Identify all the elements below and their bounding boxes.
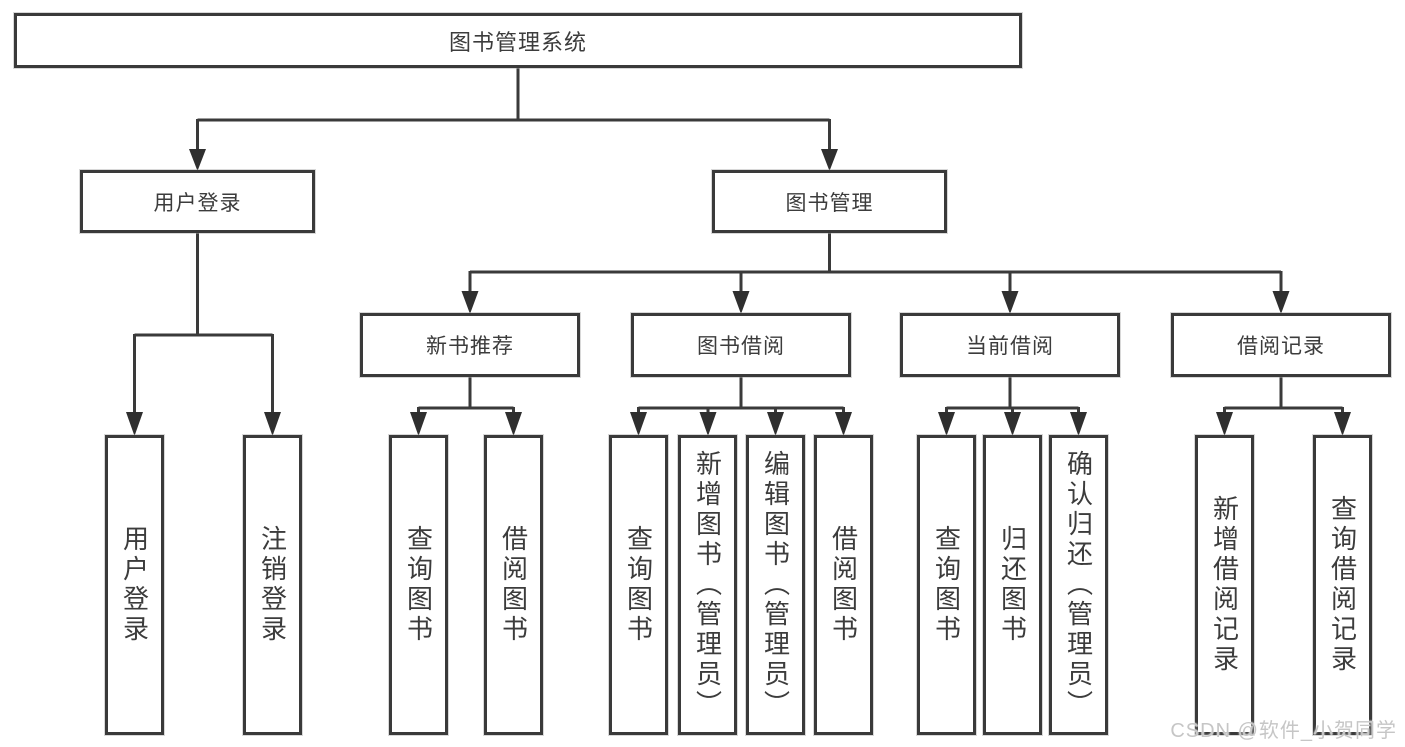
leaf-borrow-books-recommend: 借阅图书 bbox=[484, 435, 543, 735]
node-new-book-recommend: 新书推荐 bbox=[360, 313, 580, 377]
node-borrow-records-label: 借阅记录 bbox=[1237, 335, 1325, 358]
leaf-edit-book-admin: 编辑图书（管理员） bbox=[746, 435, 805, 735]
leaf-return-book-label: 归还图书 bbox=[997, 525, 1028, 645]
node-book-management-label: 图书管理 bbox=[785, 191, 874, 215]
leaf-confirm-return-admin-label: 确认归还（管理员） bbox=[1063, 450, 1094, 720]
leaf-query-borrow-record: 查询借阅记录 bbox=[1313, 435, 1372, 735]
leaf-edit-book-admin-label: 编辑图书（管理员） bbox=[760, 450, 791, 720]
leaf-return-book: 归还图书 bbox=[983, 435, 1042, 735]
node-current-borrow-label: 当前借阅 bbox=[966, 335, 1054, 358]
node-user-login-label: 用户登录 bbox=[153, 191, 242, 215]
leaf-query-books-current-label: 查询图书 bbox=[931, 525, 962, 645]
node-root-label: 图书管理系统 bbox=[448, 29, 587, 55]
leaf-query-books-borrow: 查询图书 bbox=[609, 435, 668, 735]
leaf-add-borrow-record-label: 新增借阅记录 bbox=[1209, 495, 1240, 675]
leaf-user-login: 用户登录 bbox=[105, 435, 164, 735]
node-book-borrow: 图书借阅 bbox=[631, 313, 851, 377]
tree-edges bbox=[133, 68, 1344, 414]
leaf-add-book-admin: 新增图书（管理员） bbox=[678, 435, 737, 735]
node-book-borrow-label: 图书借阅 bbox=[697, 335, 785, 358]
node-new-book-recommend-label: 新书推荐 bbox=[426, 335, 514, 358]
node-user-login: 用户登录 bbox=[80, 170, 315, 233]
watermark: CSDN @软件_小贺同学 bbox=[1170, 720, 1397, 742]
node-borrow-records: 借阅记录 bbox=[1171, 313, 1391, 377]
leaf-query-books-recommend-label: 查询图书 bbox=[403, 525, 434, 645]
arrowheads bbox=[126, 149, 1351, 436]
leaf-borrow-books-borrow: 借阅图书 bbox=[814, 435, 873, 735]
leaf-confirm-return-admin: 确认归还（管理员） bbox=[1049, 435, 1108, 735]
leaf-user-login-label: 用户登录 bbox=[119, 525, 150, 645]
leaf-add-book-admin-label: 新增图书（管理员） bbox=[692, 450, 723, 720]
leaf-add-borrow-record: 新增借阅记录 bbox=[1195, 435, 1254, 735]
leaf-query-books-borrow-label: 查询图书 bbox=[623, 525, 654, 645]
leaf-query-books-recommend: 查询图书 bbox=[389, 435, 448, 735]
node-root: 图书管理系统 bbox=[14, 13, 1022, 68]
leaf-query-borrow-record-label: 查询借阅记录 bbox=[1327, 495, 1358, 675]
leaf-logout-label: 注销登录 bbox=[257, 525, 288, 645]
leaf-borrow-books-borrow-label: 借阅图书 bbox=[828, 525, 859, 645]
node-current-borrow: 当前借阅 bbox=[900, 313, 1120, 377]
leaf-query-books-current: 查询图书 bbox=[917, 435, 976, 735]
node-book-management: 图书管理 bbox=[712, 170, 947, 233]
leaf-borrow-books-recommend-label: 借阅图书 bbox=[498, 525, 529, 645]
leaf-logout: 注销登录 bbox=[243, 435, 302, 735]
